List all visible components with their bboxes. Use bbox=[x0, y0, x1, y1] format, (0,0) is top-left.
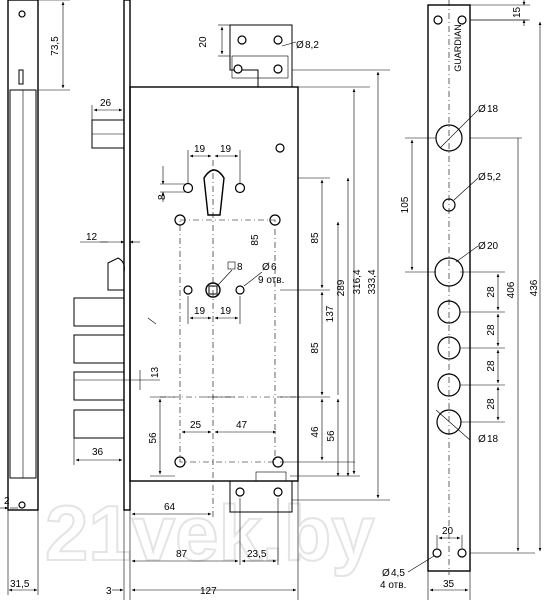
deadbolt-1 bbox=[73, 297, 125, 327]
dim-46: 46 bbox=[310, 426, 321, 438]
dim-406: 406 bbox=[506, 281, 517, 298]
side-screw-bottom bbox=[18, 501, 26, 509]
dim-d8-2: 8,2 bbox=[305, 40, 319, 51]
dim-3: 3 bbox=[106, 586, 112, 597]
strike-plate-top bbox=[229, 24, 293, 88]
dim-20-top: 20 bbox=[198, 36, 209, 48]
dim-19-d: 19 bbox=[220, 306, 232, 317]
dim-4-holes: 4 отв. bbox=[380, 580, 406, 591]
dim-85-a: 85 bbox=[250, 234, 261, 246]
dim-28-c: 28 bbox=[486, 360, 497, 372]
svg-text:Ø: Ø bbox=[382, 568, 390, 579]
side-faceplate bbox=[7, 0, 39, 511]
dim-289: 289 bbox=[336, 279, 347, 296]
latch-tongue bbox=[107, 257, 125, 291]
side-screw-top bbox=[18, 10, 26, 18]
dim-87: 87 bbox=[176, 549, 188, 560]
dim-85-c: 85 bbox=[310, 342, 321, 354]
svg-text:Ø: Ø bbox=[478, 104, 486, 115]
dim-31-5: 31,5 bbox=[10, 579, 30, 590]
dim-2: 2 bbox=[4, 496, 10, 507]
deadbolt-4 bbox=[73, 409, 125, 439]
lock-case bbox=[129, 86, 299, 482]
cylinder-cutout bbox=[203, 169, 225, 216]
dim-28-a: 28 bbox=[486, 286, 497, 298]
dim-20-bottom: 20 bbox=[442, 526, 454, 537]
dim-d5-2: 5,2 bbox=[487, 172, 501, 183]
watermark: 21vek.by bbox=[45, 489, 375, 577]
dim-35: 35 bbox=[443, 579, 455, 590]
dim-d20-hole: 20 bbox=[487, 241, 499, 252]
dim-19-a: 19 bbox=[194, 144, 206, 155]
dim-47: 47 bbox=[236, 420, 248, 431]
dim-d6: 6 bbox=[271, 262, 277, 273]
dim-28-b: 28 bbox=[486, 324, 497, 336]
svg-text:Ø: Ø bbox=[296, 40, 304, 51]
dim-8: 8 bbox=[157, 194, 168, 200]
dim-13: 13 bbox=[150, 366, 161, 378]
dim-26: 26 bbox=[100, 98, 112, 109]
deadbolt-2 bbox=[73, 334, 125, 364]
dim-127: 127 bbox=[200, 586, 217, 597]
dim-36: 36 bbox=[92, 447, 104, 458]
dim-333-4: 333,4 bbox=[367, 269, 378, 294]
dim-12: 12 bbox=[86, 232, 98, 243]
brand-label: GUARDIAN bbox=[453, 24, 463, 72]
dim-9-holes: 9 отв. bbox=[258, 275, 284, 286]
dim-d4-5: 4,5 bbox=[391, 568, 405, 579]
deadbolt-3 bbox=[73, 371, 125, 401]
dim-137: 137 bbox=[325, 305, 336, 322]
dim-sq8: 8 bbox=[237, 262, 243, 273]
svg-text:Ø: Ø bbox=[478, 172, 486, 183]
dim-19-c: 19 bbox=[194, 306, 206, 317]
faceplate-view: GUARDIAN 15 Ø 18 Ø 5,2 105 Ø 20 bbox=[380, 0, 542, 600]
svg-text:Ø: Ø bbox=[262, 262, 270, 273]
dim-25: 25 bbox=[190, 420, 202, 431]
dim-105: 105 bbox=[400, 196, 411, 213]
dim-56-b: 56 bbox=[326, 430, 337, 442]
dim-23-5: 23,5 bbox=[247, 549, 267, 560]
dim-28-d: 28 bbox=[486, 398, 497, 410]
dim-85-b: 85 bbox=[310, 232, 321, 244]
dim-73-5: 73,5 bbox=[50, 36, 61, 56]
dim-d18-a: 18 bbox=[487, 104, 499, 115]
front-view: 20 Ø 8,2 26 19 19 8 85 12 8 Ø 6 9 от bbox=[73, 0, 390, 600]
dim-64: 64 bbox=[164, 502, 176, 513]
dim-316-4: 316,4 bbox=[352, 269, 363, 294]
dim-436: 436 bbox=[529, 279, 540, 296]
dim-d18-b: 18 bbox=[487, 434, 499, 445]
dim-19-b: 19 bbox=[220, 144, 232, 155]
svg-text:Ø: Ø bbox=[478, 241, 486, 252]
svg-text:Ø: Ø bbox=[478, 434, 486, 445]
dim-15: 15 bbox=[512, 6, 523, 18]
front-faceplate bbox=[123, 0, 131, 511]
side-view: 73,5 2 31,5 bbox=[0, 0, 70, 595]
dim-56-a: 56 bbox=[148, 432, 159, 444]
